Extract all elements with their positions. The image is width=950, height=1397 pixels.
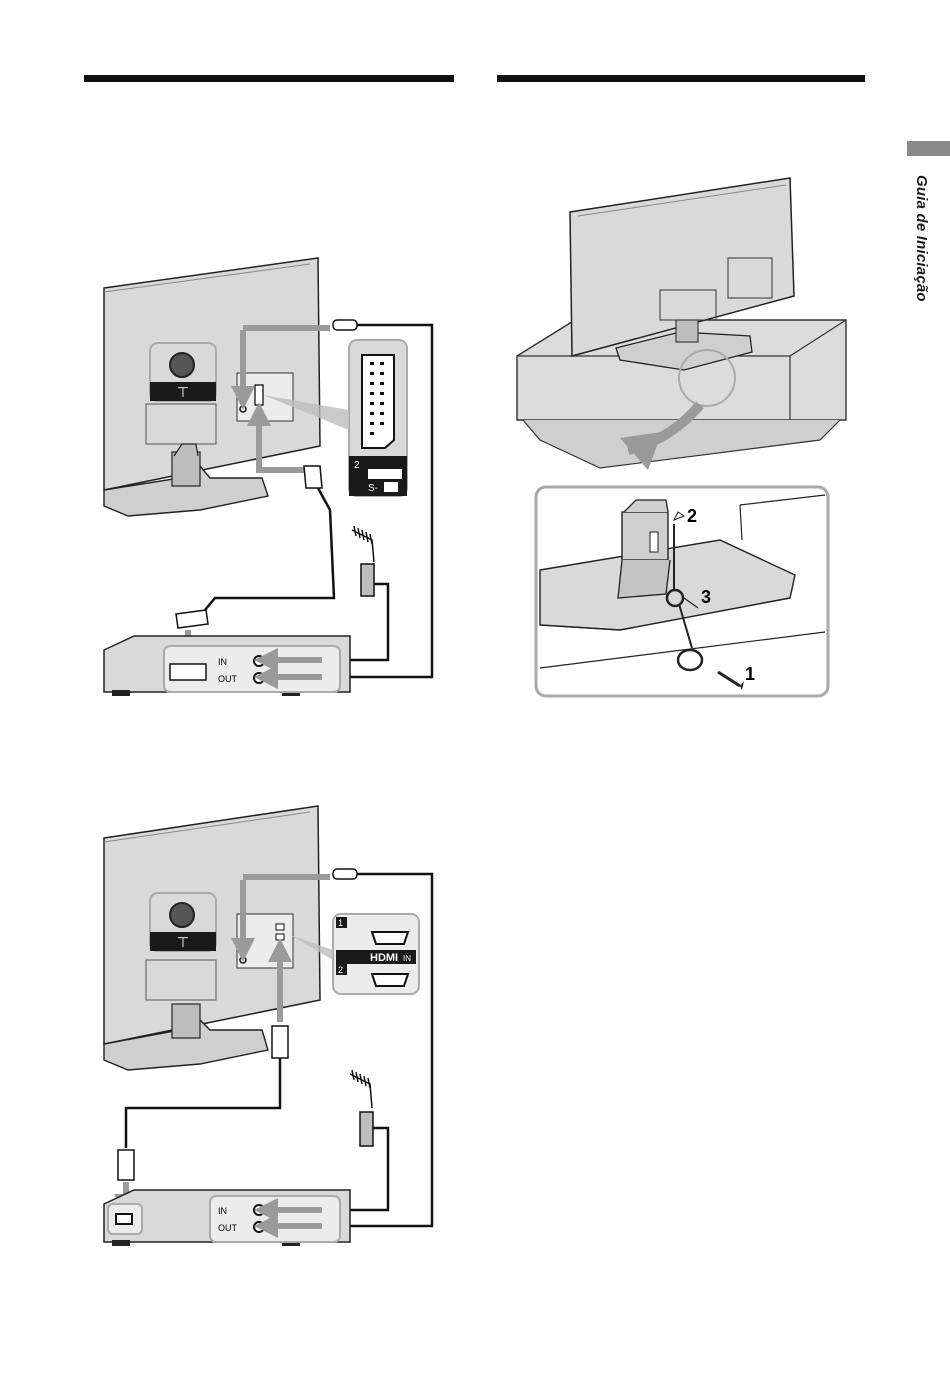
hdmi-port-2: 2 — [338, 965, 343, 975]
aerial-antenna — [352, 526, 374, 596]
step-1-label: 1 — [745, 664, 755, 684]
scart-port-label: S- — [368, 483, 378, 494]
antenna-input-inset-hdmi: ⊤ — [150, 893, 216, 951]
step-3-label: 3 — [701, 587, 711, 607]
diagram-stand-fixing: 2 3 1 — [517, 178, 846, 696]
recorder-device: IN OUT — [104, 636, 350, 696]
antenna-symbol: ⊤ — [177, 384, 189, 400]
hdmi-logo: HDMI — [370, 952, 398, 964]
recorder-device-hdmi: IN OUT — [104, 1190, 350, 1246]
hdmi-plug-bottom — [118, 1150, 134, 1180]
stand-detail-inset: 2 3 1 — [536, 487, 828, 696]
recorder-out-label: OUT — [218, 674, 238, 684]
scart-cable — [205, 488, 334, 610]
scart-port-inset: 2 S- — [349, 340, 407, 496]
aerial-antenna-hdmi — [350, 1070, 373, 1146]
diagram-hdmi-connection: ⊤ 1 HDMI IN 2 — [104, 806, 432, 1246]
recorder-out-label-hdmi: OUT — [218, 1223, 238, 1233]
recorder-in-label-hdmi: IN — [218, 1206, 227, 1216]
scart-plug-top — [304, 466, 322, 488]
scart-plug-bottom — [176, 610, 208, 628]
hdmi-port-1: 1 — [338, 918, 343, 928]
antenna-input-inset: ⊤ — [150, 343, 216, 401]
diagram-scart-connection: ⊤ 2 S- — [104, 258, 432, 696]
hdmi-cable — [126, 1058, 280, 1148]
antenna-symbol-hdmi: ⊤ — [177, 934, 189, 950]
tv-antenna-port — [240, 406, 246, 412]
step-2-label: 2 — [687, 506, 697, 526]
hdmi-port-inset: 1 HDMI IN 2 — [333, 914, 419, 994]
tv-scart-port — [255, 385, 263, 405]
hdmi-plug-top — [272, 1026, 288, 1058]
hdmi-in-label: IN — [403, 954, 411, 963]
recorder-in-label: IN — [218, 657, 227, 667]
scart-port-number: 2 — [354, 460, 360, 471]
